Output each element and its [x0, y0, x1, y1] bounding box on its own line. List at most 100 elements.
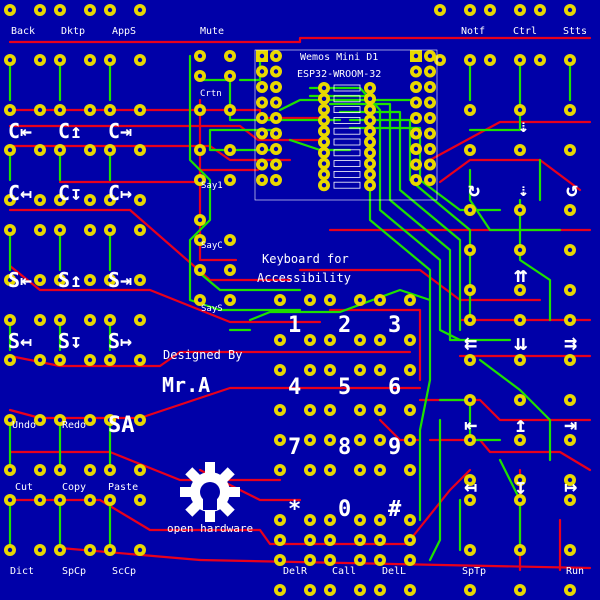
drill-hole — [357, 407, 363, 413]
drill-hole — [327, 587, 333, 593]
double-arrow-symbol: ⇇ — [464, 331, 477, 356]
resistor — [333, 95, 361, 103]
drill-hole — [57, 227, 63, 233]
drill-hole — [413, 146, 419, 152]
shift-arrow-symbol: S↧ — [58, 329, 82, 353]
ctrl-arrow-symbol: C↦ — [108, 181, 132, 205]
drill-hole — [567, 207, 573, 213]
drill-hole — [367, 85, 373, 91]
drill-hole — [567, 287, 573, 293]
keypad-digit: 8 — [338, 435, 351, 460]
drill-hole — [517, 497, 523, 503]
drill-hole — [137, 547, 143, 553]
drill-hole — [57, 57, 63, 63]
gear-tooth — [185, 501, 201, 517]
drill-hole — [307, 367, 313, 373]
drill-hole — [107, 197, 113, 203]
drill-hole — [567, 357, 573, 363]
drill-hole — [107, 57, 113, 63]
side-label: SayS — [201, 304, 223, 314]
drill-hole — [467, 437, 473, 443]
top-label: Mute — [200, 26, 224, 37]
drill-hole — [321, 85, 327, 91]
shift-arrow-symbol: S⇤ — [8, 268, 32, 292]
gear-tooth — [205, 462, 215, 474]
drill-hole — [467, 247, 473, 253]
drill-hole — [107, 147, 113, 153]
keypad-digit: 4 — [288, 375, 301, 400]
drill-hole — [137, 277, 143, 283]
drill-hole — [517, 107, 523, 113]
drill-hole — [467, 317, 473, 323]
drill-hole — [407, 407, 413, 413]
drill-hole — [321, 129, 327, 134]
shift-arrow-symbol: S↤ — [8, 329, 32, 353]
drill-hole — [327, 337, 333, 343]
resistor — [333, 106, 361, 113]
resistor — [333, 149, 361, 157]
drill-hole — [57, 107, 63, 113]
drill-hole — [273, 146, 279, 152]
drill-hole — [357, 557, 363, 563]
drill-hole — [87, 357, 93, 363]
drill-hole — [137, 497, 143, 503]
drill-hole — [37, 317, 43, 323]
esp32-module: Wemos Mini D1 ESP32-WROOM-32 — [254, 49, 438, 201]
drill-hole — [567, 587, 573, 593]
drill-hole — [487, 57, 493, 63]
drill-hole — [259, 146, 265, 152]
drill-hole — [567, 57, 573, 63]
drill-hole — [87, 467, 93, 473]
drill-hole — [377, 467, 383, 473]
drill-hole — [413, 84, 419, 90]
drill-hole — [273, 131, 279, 136]
drill-hole — [407, 437, 413, 443]
side-label: Crtn — [200, 89, 222, 99]
gear-tooth — [219, 467, 235, 483]
top-label: Back — [11, 26, 35, 37]
drill-hole — [427, 100, 433, 105]
keypad-digit: 2 — [338, 313, 351, 338]
resistor-array — [333, 84, 361, 189]
drill-hole — [37, 357, 43, 363]
drill-hole — [377, 517, 383, 523]
drill-hole — [367, 139, 373, 145]
drill-hole — [37, 7, 43, 13]
drill-hole — [357, 297, 363, 303]
drill-hole — [517, 57, 523, 63]
gear-tooth — [185, 467, 201, 483]
drill-hole — [377, 437, 383, 443]
drill-hole — [273, 100, 279, 105]
drill-hole — [517, 317, 523, 323]
drill-hole — [321, 96, 327, 102]
drill-hole — [307, 587, 313, 593]
drill-hole — [107, 227, 113, 233]
drill-hole — [107, 357, 113, 363]
drill-hole — [427, 115, 433, 121]
drill-hole — [137, 227, 143, 233]
drill-hole — [321, 107, 327, 112]
drill-hole — [7, 547, 13, 553]
open-hardware-gear-logo — [180, 462, 240, 522]
bottom-label: SpCp — [62, 566, 86, 577]
drill-hole — [227, 267, 233, 273]
ctrl-arrow-symbol: C↧ — [58, 181, 82, 205]
keypad-digit: 7 — [288, 435, 301, 460]
drill-hole — [273, 84, 279, 90]
ctrl-arrow-symbol: C⇤ — [8, 119, 32, 143]
drill-hole — [367, 96, 373, 102]
drill-hole — [307, 407, 313, 413]
resistor — [333, 170, 361, 178]
drill-hole — [357, 517, 363, 523]
keypad-digit: 3 — [388, 313, 401, 338]
drill-hole — [137, 417, 143, 423]
drill-hole — [197, 237, 203, 243]
drill-hole — [567, 107, 573, 113]
drill-hole — [137, 7, 143, 13]
drill-hole — [413, 177, 419, 183]
drill-hole — [137, 467, 143, 473]
drill-hole — [467, 207, 473, 213]
drill-hole — [567, 547, 573, 553]
drill-hole — [227, 73, 233, 79]
